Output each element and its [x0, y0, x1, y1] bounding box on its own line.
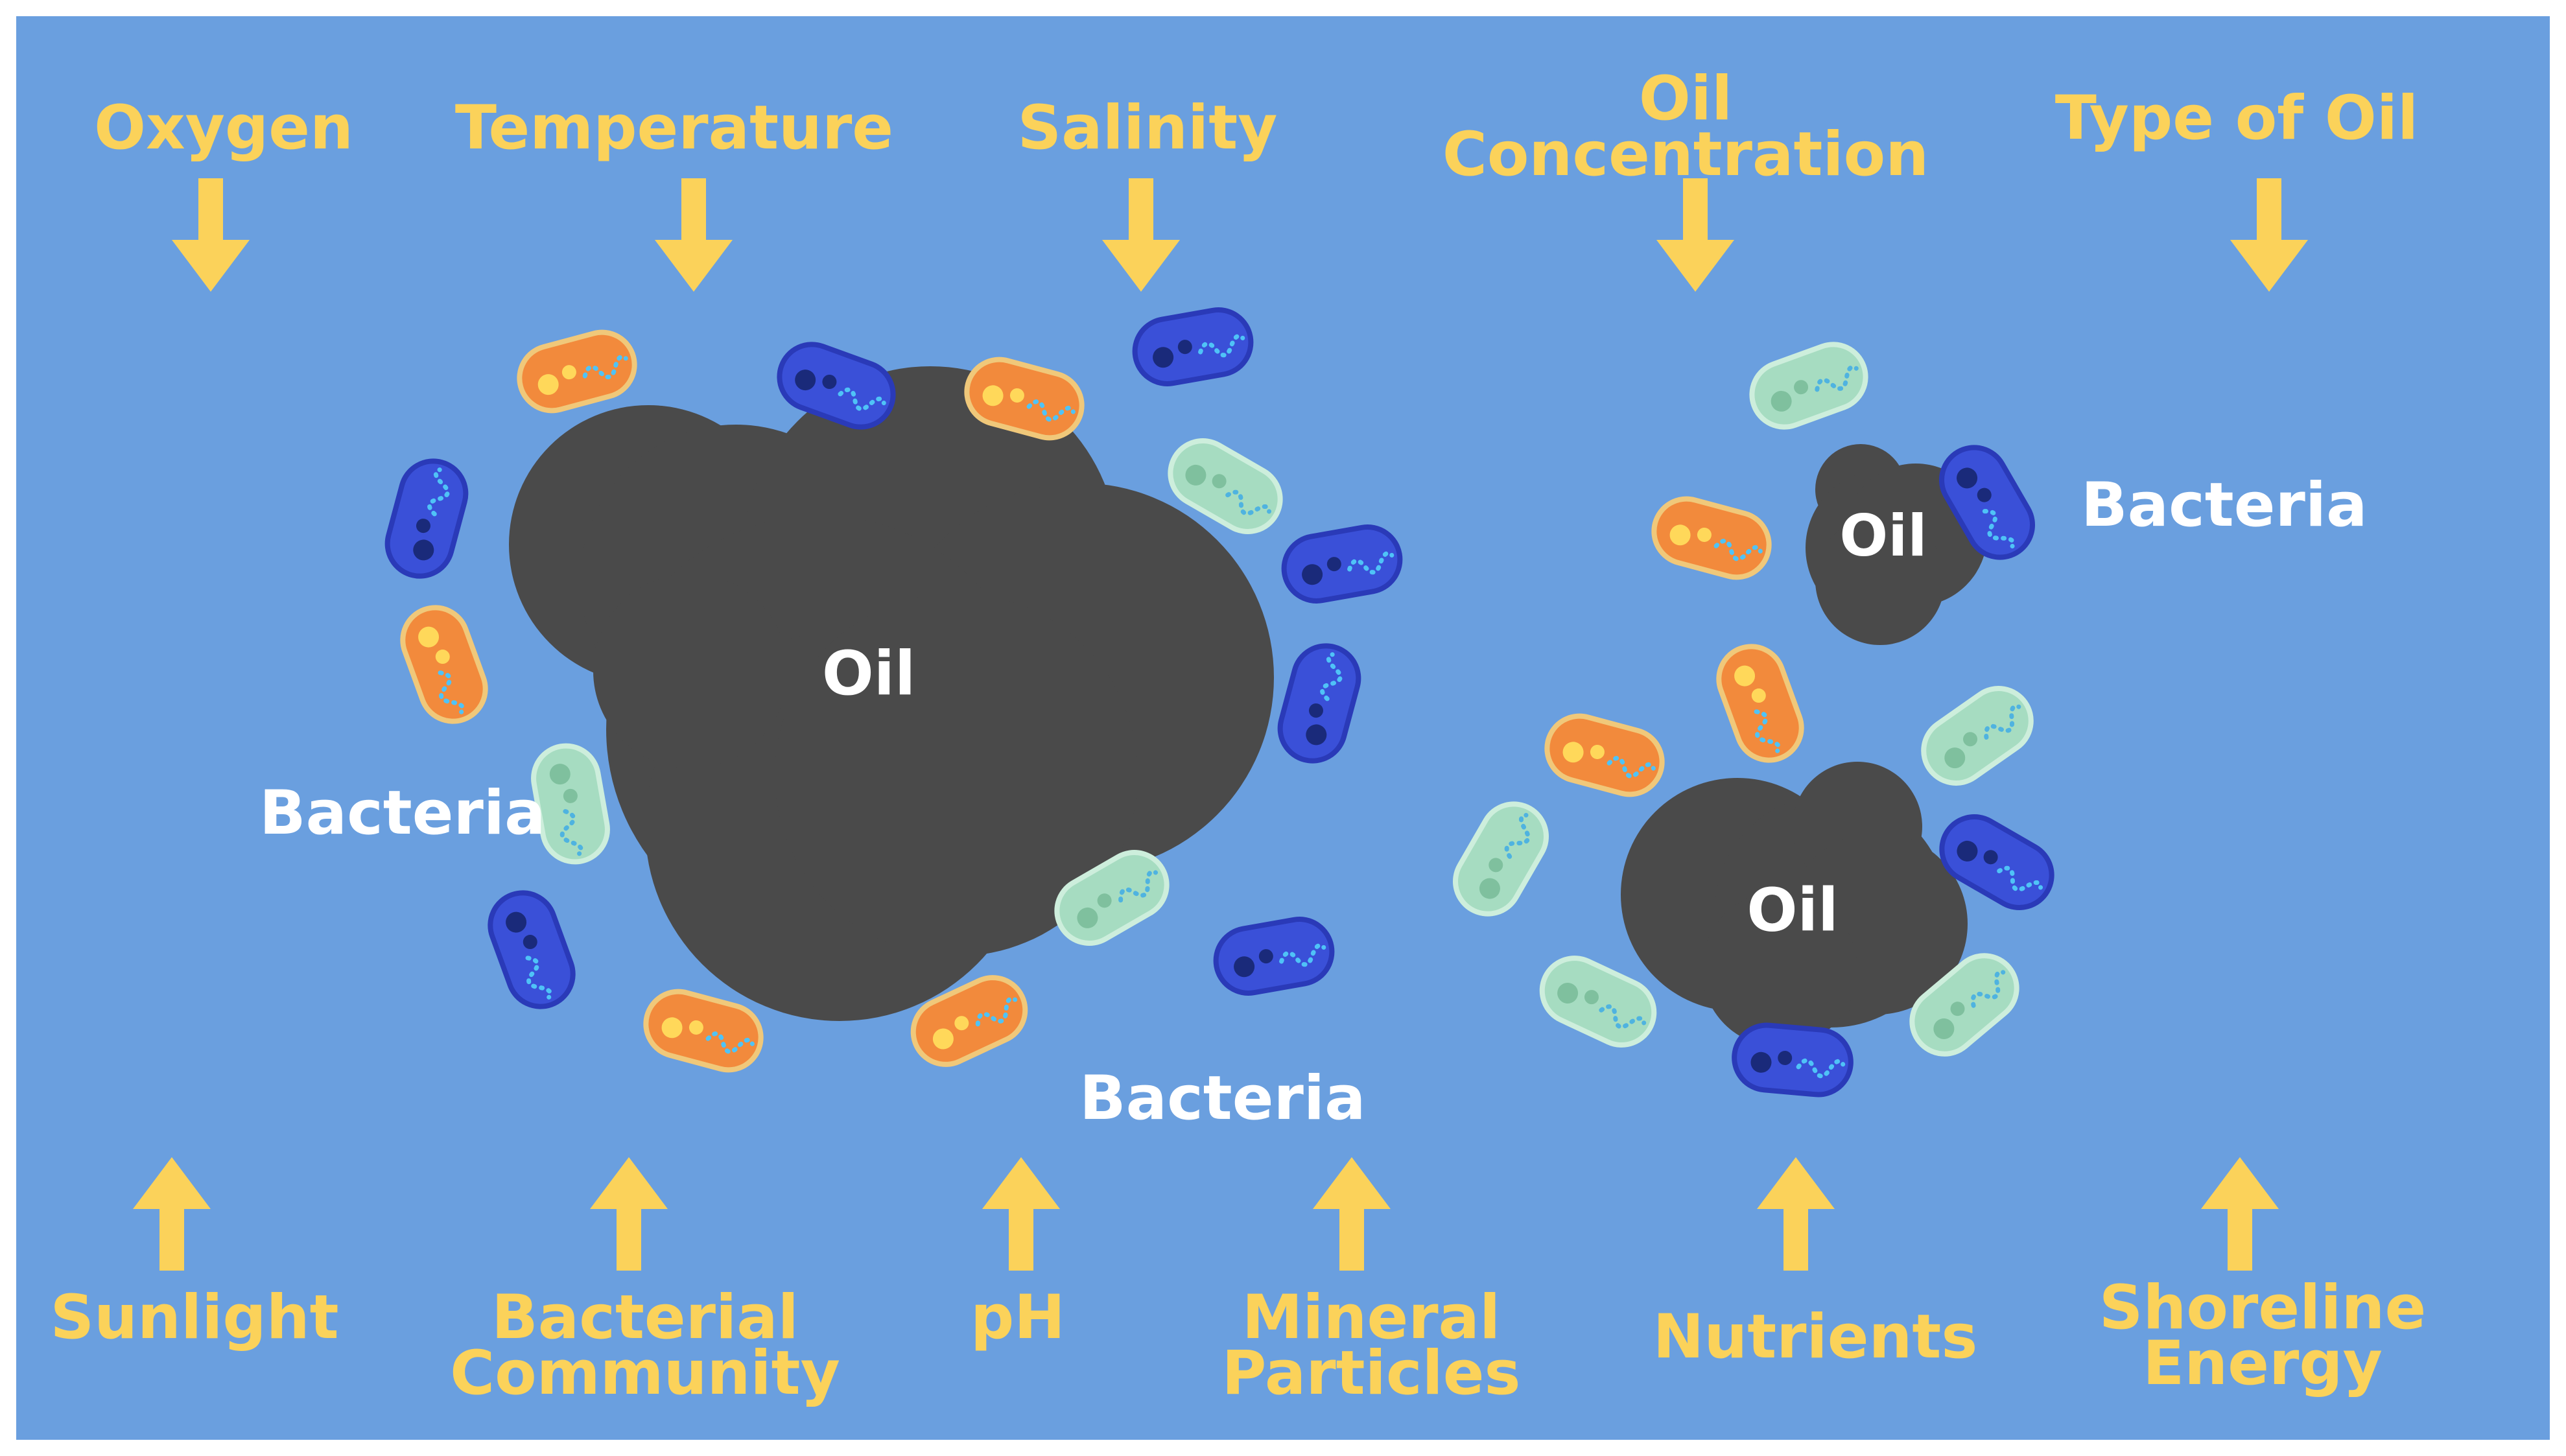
factor-bacterial-community: Bacterial Community [450, 1282, 840, 1409]
bacterium-blue-icon [1281, 524, 1403, 604]
bacterium-green-icon [1168, 438, 1283, 534]
bacterium-green-icon [1749, 342, 1868, 430]
factor-oil-concentration: Oil Concentration [1442, 64, 1929, 190]
bacterium-blue-icon [1732, 1022, 1854, 1098]
bacterium-green-icon [1453, 801, 1549, 917]
factor-nutrients: Nutrients [1653, 1302, 1978, 1372]
bacterium-orange-icon [643, 989, 764, 1073]
bacterium-green-icon [1921, 686, 2034, 786]
arrow-down-icon [655, 178, 733, 292]
bacteria-group [384, 307, 2054, 1098]
bacterium-blue-icon [1939, 445, 2035, 560]
arrow-up-icon [133, 1157, 211, 1271]
oil-label-medium: Oil [1747, 875, 1838, 945]
factor-oxygen: Oxygen [94, 93, 353, 163]
factor-ph: pH [971, 1282, 1065, 1353]
oil-label-small-top: Oil [1839, 502, 1927, 569]
oil-label-large: Oil [822, 639, 915, 709]
diagram-graphics: Oil Oil Oil [133, 178, 2308, 1271]
bacterium-orange-icon [1544, 713, 1665, 797]
bacteria-label-right: Bacteria [2081, 470, 2368, 541]
bacterium-blue-icon [1277, 643, 1361, 764]
bacterium-green-icon [1539, 956, 1657, 1048]
arrow-down-icon [1656, 178, 1734, 292]
bacterium-blue-icon [384, 458, 469, 579]
factor-mineral-particles: Mineral Particles [1221, 1282, 1521, 1409]
bacterium-blue-icon [777, 342, 896, 430]
factor-shoreline-energy: Shoreline Energy [2099, 1273, 2427, 1399]
arrow-up-icon [982, 1157, 1060, 1271]
diagram-panel: Oil Oil Oil Oxygen Temperature Salinity … [16, 16, 2550, 1440]
bacterium-green-icon [1054, 850, 1170, 946]
bacterium-blue-icon [1213, 917, 1335, 996]
arrow-up-icon [590, 1157, 668, 1271]
oil-blob-large [509, 366, 1274, 1021]
bacterium-orange-icon [964, 357, 1085, 441]
bacterium-orange-icon [517, 329, 637, 414]
oil-blob-medium [1621, 762, 1968, 1047]
bacterium-orange-icon [1716, 644, 1804, 763]
arrows-group [133, 178, 2308, 1271]
bacterium-orange-icon [910, 975, 1028, 1067]
arrow-up-icon [1313, 1157, 1391, 1271]
bacterium-green-icon [1909, 953, 2019, 1057]
bacteria-label-left: Bacteria [259, 778, 546, 849]
factor-salinity: Salinity [1017, 93, 1278, 163]
bacterium-green-icon [531, 743, 610, 865]
bacterium-orange-icon [400, 605, 488, 724]
factor-sunlight: Sunlight [50, 1282, 339, 1353]
arrow-down-icon [172, 178, 250, 292]
arrow-down-icon [2230, 178, 2308, 292]
bacterium-orange-icon [1651, 496, 1772, 580]
bacteria-label-bottom: Bacteria [1079, 1063, 1366, 1134]
arrow-up-icon [2201, 1157, 2279, 1271]
bacterium-blue-icon [488, 890, 576, 1009]
arrow-down-icon [1102, 178, 1180, 292]
factor-type-of-oil: Type of Oil [2054, 83, 2419, 154]
factor-temperature: Temperature [454, 93, 894, 163]
bacterium-blue-icon [1132, 307, 1254, 386]
bacterium-blue-icon [1939, 814, 2054, 910]
arrow-up-icon [1757, 1157, 1835, 1271]
